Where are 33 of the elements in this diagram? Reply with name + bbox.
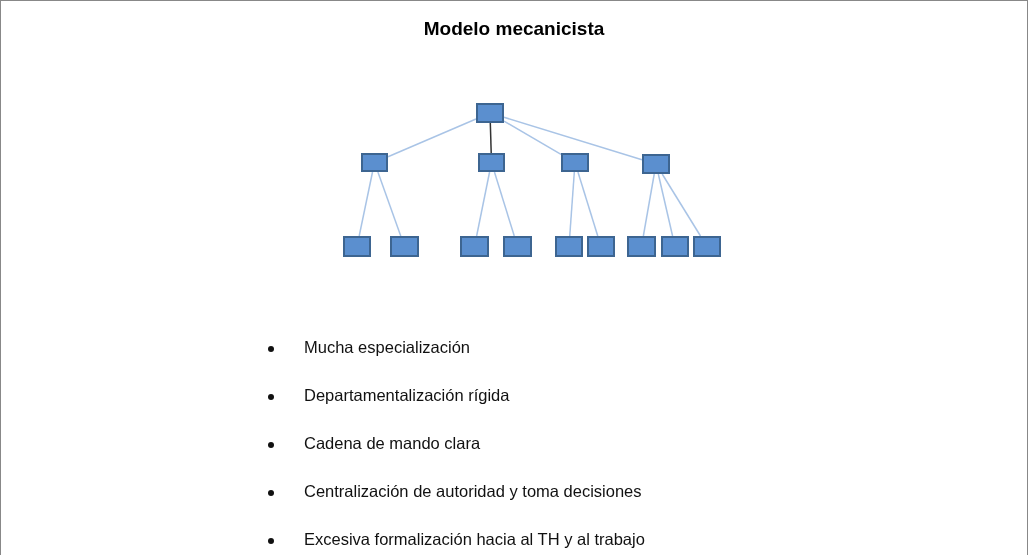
org-box	[343, 236, 371, 257]
bullet-text: Departamentalización rígida	[304, 386, 510, 405]
org-box	[390, 236, 419, 257]
org-box	[503, 236, 532, 257]
title: Modelo mecanicista	[423, 18, 605, 40]
connector-line	[475, 171, 491, 237]
connector-line	[661, 173, 702, 237]
org-box	[642, 154, 670, 174]
connector-line	[493, 171, 515, 237]
org-box	[555, 236, 583, 257]
org-box	[476, 103, 504, 123]
org-box	[478, 153, 505, 172]
org-box	[693, 236, 721, 257]
org-box	[627, 236, 656, 257]
connector-line	[657, 173, 674, 237]
connector-line	[489, 122, 492, 154]
org-box	[460, 236, 489, 257]
bullet-text: Mucha especialización	[304, 338, 470, 357]
org-box	[661, 236, 689, 257]
bullet-text: Excesiva formalización hacia al TH y al trabajo	[304, 530, 645, 549]
bullet-text: Cadena de mando clara	[304, 434, 481, 453]
connector-line	[503, 120, 562, 156]
connector-line	[642, 173, 655, 237]
connector-line	[569, 171, 576, 237]
connector-line	[377, 171, 402, 237]
org-box	[561, 153, 589, 172]
org-box	[587, 236, 615, 257]
org-box	[361, 153, 388, 172]
connector-line	[577, 171, 599, 237]
connector-line	[358, 171, 374, 237]
connector-line	[503, 116, 643, 161]
connector-line	[387, 118, 477, 158]
bullet-text: Centralización de autoridad y toma decisiones	[304, 482, 642, 501]
